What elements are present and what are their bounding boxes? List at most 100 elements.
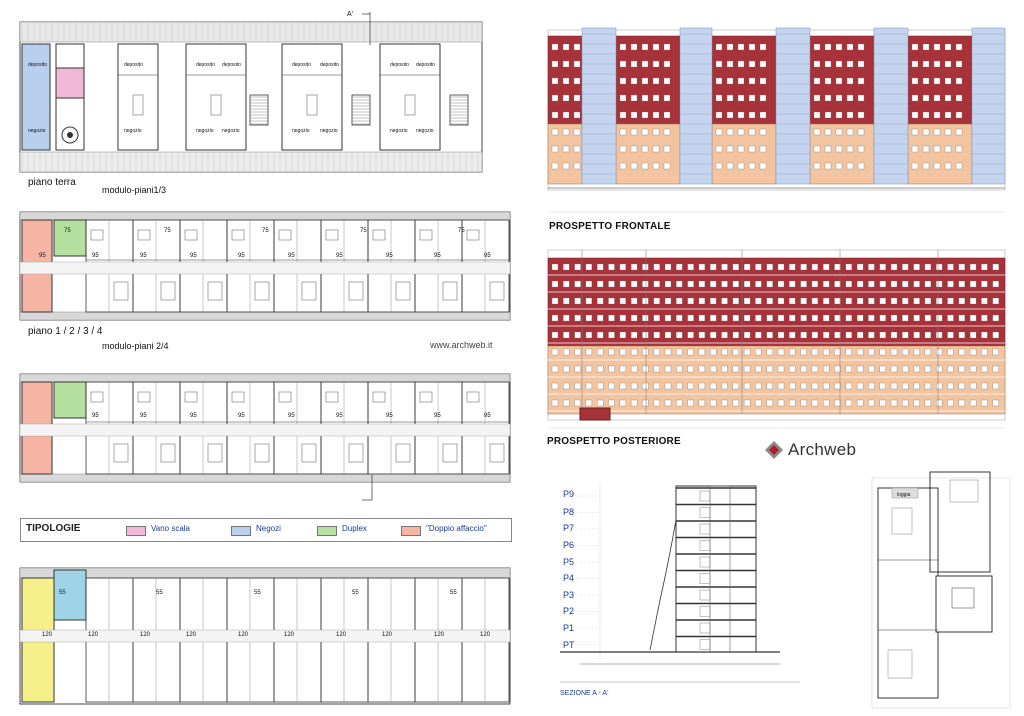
window — [856, 297, 864, 305]
window — [944, 77, 952, 85]
apartment-size-label: 95 — [238, 413, 245, 419]
window — [813, 111, 821, 119]
window — [759, 145, 767, 153]
window — [737, 111, 745, 119]
window — [563, 348, 570, 356]
bathroom — [325, 391, 339, 403]
window — [743, 382, 751, 390]
bathroom — [184, 229, 198, 241]
window — [551, 365, 559, 373]
window — [573, 111, 581, 119]
window — [759, 77, 767, 85]
window — [562, 111, 570, 119]
window — [641, 111, 649, 119]
bathroom — [372, 391, 386, 403]
window — [563, 365, 570, 373]
window — [573, 94, 581, 102]
window — [715, 43, 723, 51]
window — [663, 43, 671, 51]
corridor — [19, 629, 511, 643]
window — [902, 399, 909, 407]
window — [992, 297, 999, 305]
apartment-size-label: 120 — [284, 632, 295, 638]
window — [619, 382, 626, 390]
apartment-size-label: 95 — [434, 253, 441, 259]
window — [947, 331, 954, 339]
window — [766, 297, 773, 305]
apartment-size-label: 95 — [336, 253, 343, 259]
window — [834, 297, 841, 305]
window — [755, 331, 762, 339]
window — [653, 382, 660, 390]
window — [922, 162, 930, 170]
window — [958, 297, 965, 305]
window — [981, 331, 988, 339]
bathroom — [90, 229, 104, 241]
curved-wall-profile — [649, 519, 677, 651]
window — [551, 331, 559, 339]
window — [619, 128, 627, 136]
window — [551, 94, 559, 102]
window — [813, 43, 821, 51]
window — [574, 263, 581, 271]
window — [563, 280, 570, 288]
legend-label-negozi: Negozi — [256, 524, 281, 533]
legend-label-duplex: Duplex — [342, 524, 367, 533]
window — [748, 60, 756, 68]
window — [653, 348, 660, 356]
window — [846, 77, 854, 85]
window — [562, 145, 570, 153]
window — [687, 297, 694, 305]
window — [664, 314, 672, 322]
glazed-stair-column — [679, 27, 713, 185]
bedroom — [160, 443, 176, 463]
window — [652, 128, 660, 136]
room-label-deposito: deposito — [390, 62, 409, 68]
window — [585, 263, 593, 271]
window — [811, 314, 819, 322]
window — [748, 111, 756, 119]
window — [608, 399, 615, 407]
window — [664, 263, 672, 271]
window — [619, 60, 627, 68]
window — [641, 128, 649, 136]
stair-well — [132, 94, 144, 116]
glazed-stair-column — [775, 27, 811, 185]
window — [857, 145, 865, 153]
window — [958, 263, 965, 271]
window — [652, 77, 660, 85]
window — [619, 331, 626, 339]
plan-balcony-band — [19, 373, 511, 383]
window — [890, 263, 898, 271]
window — [902, 382, 909, 390]
apartment-size-label: 95 — [238, 253, 245, 259]
window — [879, 399, 886, 407]
window — [955, 94, 963, 102]
window — [992, 365, 999, 373]
window — [619, 297, 626, 305]
window — [551, 314, 559, 322]
window — [630, 399, 638, 407]
bathroom — [231, 391, 245, 403]
window — [922, 60, 930, 68]
window — [936, 314, 943, 322]
window — [789, 280, 796, 288]
room-label-negozio: negozio — [292, 128, 310, 134]
window — [652, 60, 660, 68]
bathroom — [137, 391, 151, 403]
apartment-size-label: 95 — [484, 413, 491, 419]
window — [777, 314, 785, 322]
window — [813, 145, 821, 153]
room-label-deposito: deposito — [416, 62, 435, 68]
window — [913, 382, 920, 390]
window — [759, 111, 767, 119]
window — [732, 297, 739, 305]
glazed-stair-column — [873, 27, 909, 185]
window — [777, 297, 785, 305]
window — [664, 382, 672, 390]
window — [642, 399, 649, 407]
bedroom — [113, 281, 129, 301]
window — [630, 263, 638, 271]
window — [824, 77, 832, 85]
window — [585, 280, 593, 288]
